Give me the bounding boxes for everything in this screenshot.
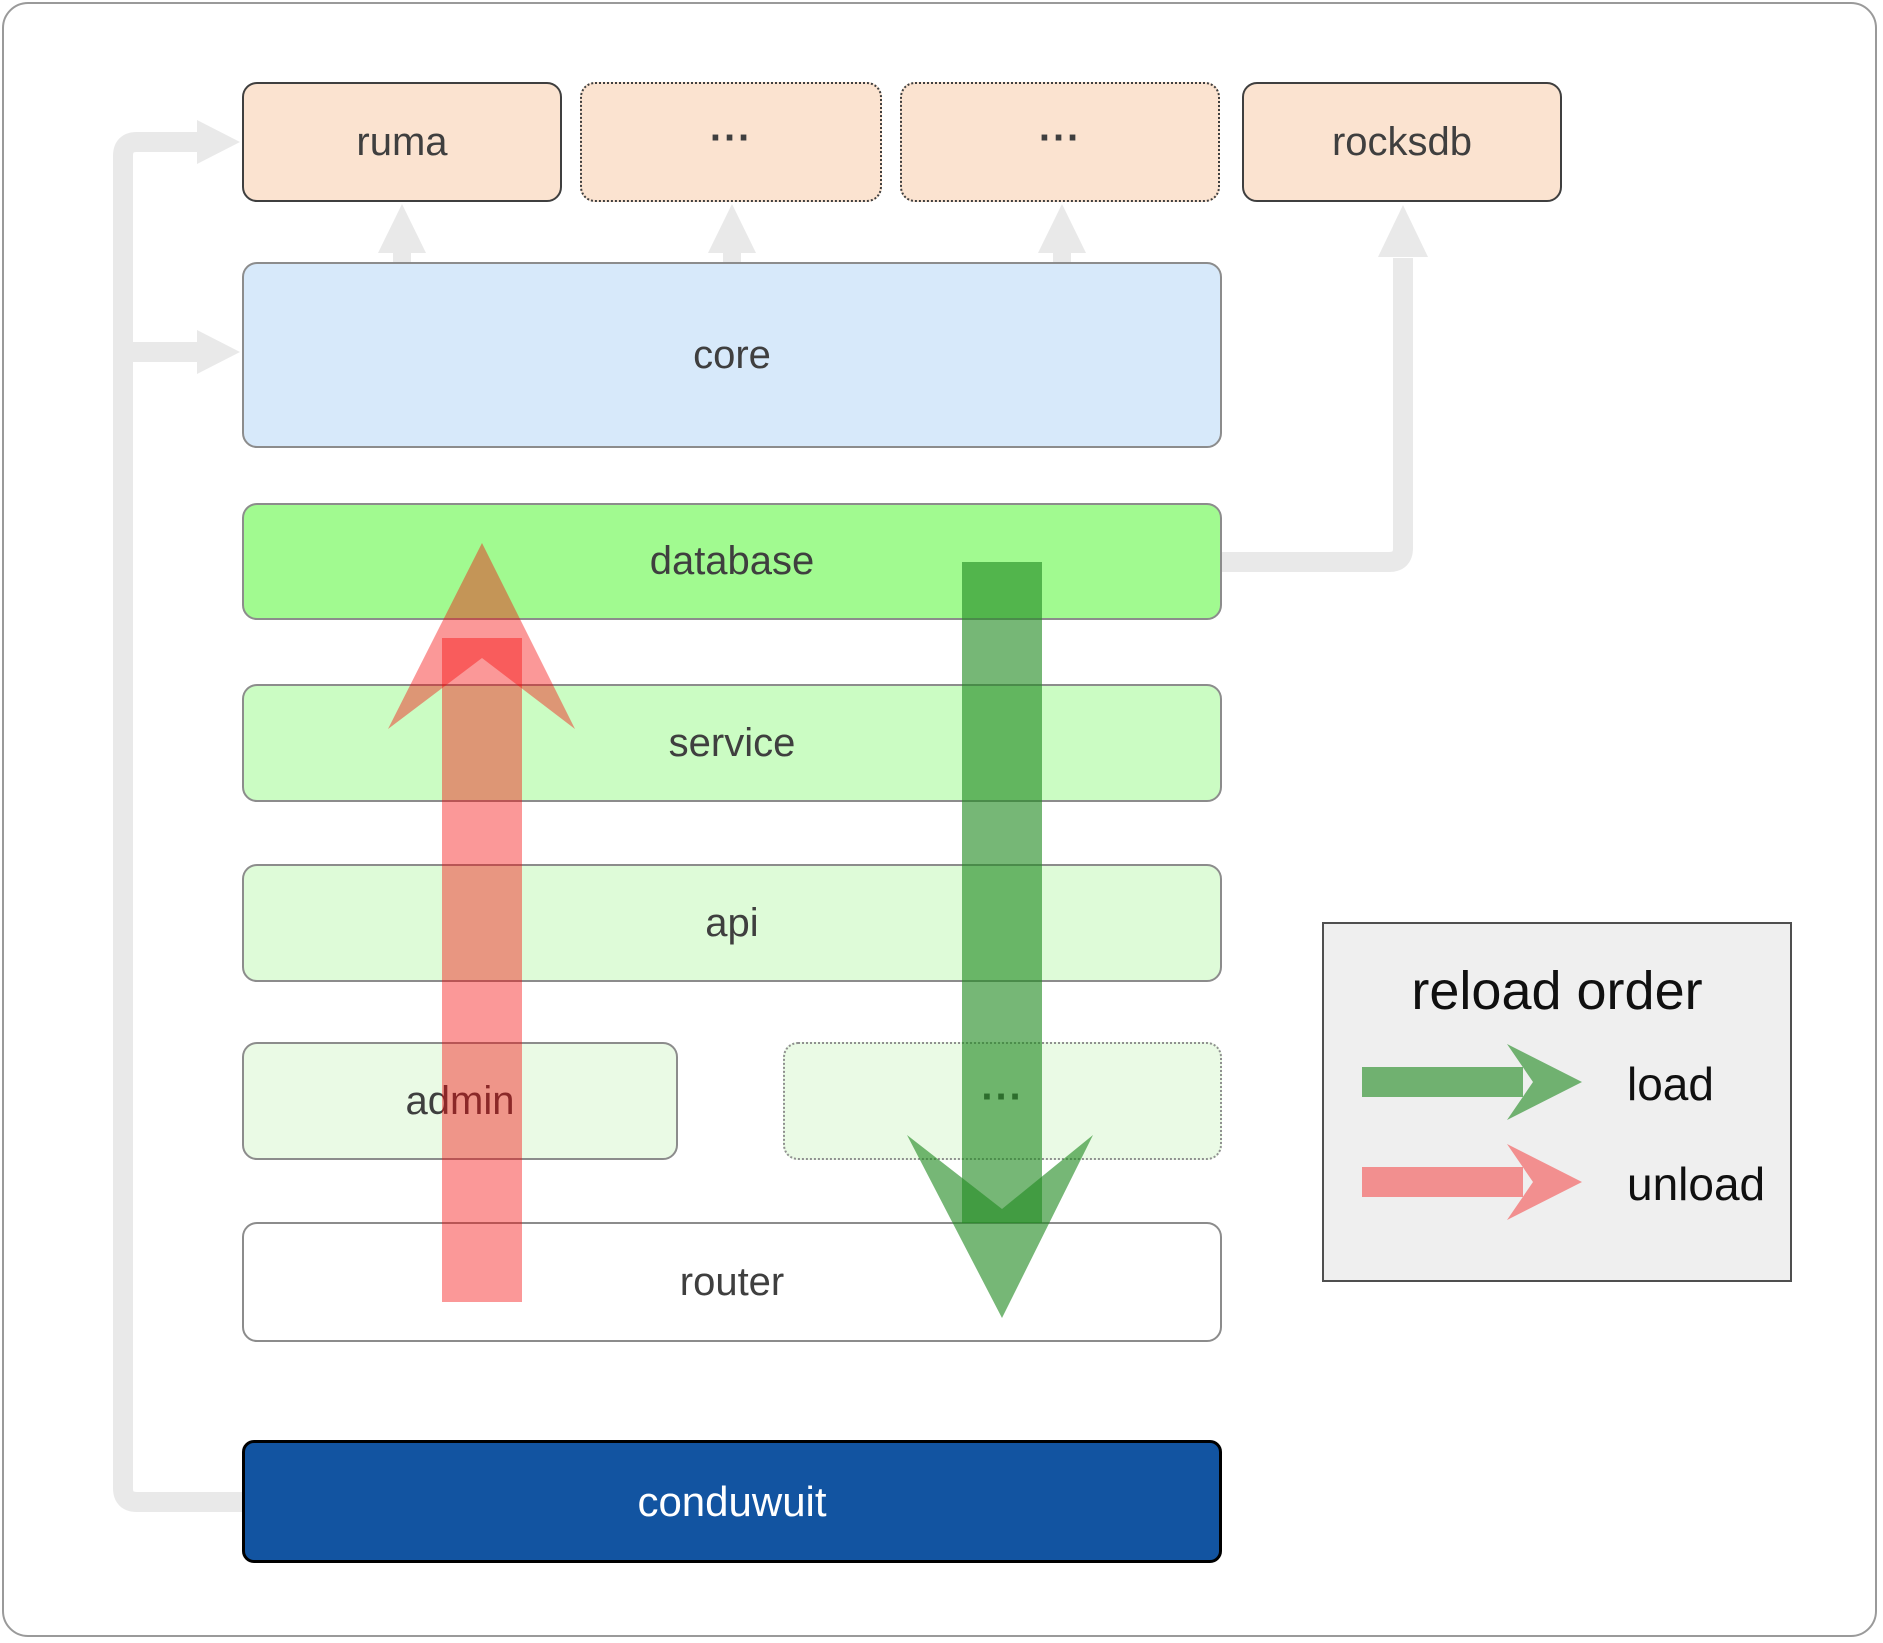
node-admin-label: admin	[405, 1078, 515, 1123]
node-database-label: database	[649, 539, 815, 583]
node-rocksdb-label: rocksdb	[1331, 119, 1473, 164]
node-service-label: service	[668, 720, 796, 765]
node-ruma: ruma	[242, 82, 562, 202]
node-top-ellipsis-b-label: ...	[1038, 105, 1082, 150]
node-top-ellipsis-b: ...	[900, 82, 1220, 202]
node-admin-row-ellipsis-label: ...	[981, 1064, 1024, 1109]
node-top-ellipsis-a: ...	[580, 82, 882, 202]
node-router: router	[242, 1222, 1222, 1342]
node-ruma-label: ruma	[356, 119, 448, 164]
node-core: core	[242, 262, 1222, 448]
node-rocksdb: rocksdb	[1242, 82, 1562, 202]
node-api: api	[242, 864, 1222, 982]
legend-box: reload order load unload	[1322, 922, 1792, 1282]
legend-title: reload order	[1411, 961, 1703, 1021]
node-router-label: router	[679, 1259, 785, 1304]
node-core-label: core	[693, 332, 771, 377]
node-database: database	[242, 503, 1222, 620]
node-admin-row-ellipsis: ...	[783, 1042, 1222, 1160]
node-api-label: api	[705, 900, 759, 945]
node-conduwuit-label: conduwuit	[637, 1477, 827, 1525]
node-conduwuit: conduwuit	[242, 1440, 1222, 1563]
legend-load-label: load	[1627, 1058, 1714, 1110]
node-service: service	[242, 684, 1222, 802]
node-admin: admin	[242, 1042, 678, 1160]
node-top-ellipsis-a-label: ...	[709, 105, 753, 150]
legend-unload-label: unload	[1627, 1158, 1766, 1210]
